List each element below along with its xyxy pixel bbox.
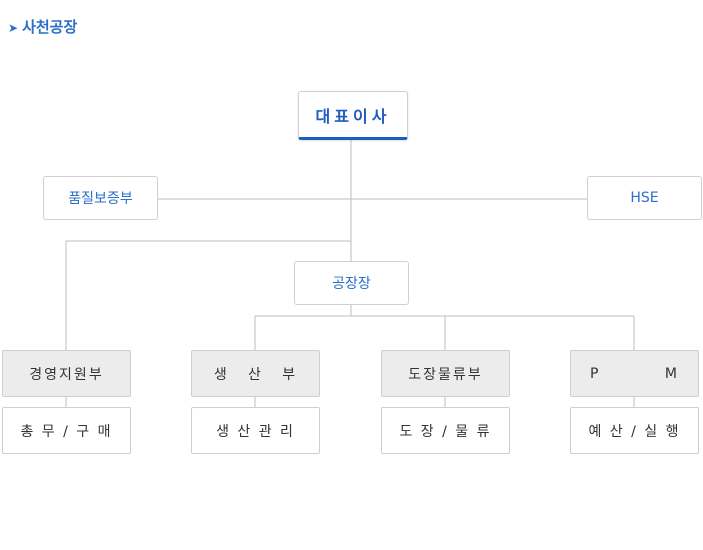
sub-pm-box: 예 산 / 실 행 — [570, 407, 699, 454]
sub-paint-logistics-box: 도 장 / 물 류 — [381, 407, 510, 454]
sub-admin-box: 총 무 / 구 매 — [2, 407, 131, 454]
plant-head-box: 공장장 — [294, 261, 409, 305]
dept-production-box: 생 산 부 — [191, 350, 320, 397]
quality-assurance-box: 품질보증부 — [43, 176, 158, 220]
page-title: ➤사천공장 — [8, 16, 77, 37]
dept-paint-logistics-box: 도장물류부 — [381, 350, 510, 397]
page-title-text: 사천공장 — [22, 18, 78, 36]
hse-box: HSE — [587, 176, 702, 220]
ceo-box: 대표이사 — [298, 91, 408, 140]
sub-production-box: 생 산 관 리 — [191, 407, 320, 454]
dept-admin-box: 경영지원부 — [2, 350, 131, 397]
arrow-icon: ➤ — [8, 21, 19, 35]
dept-pm-box: P M — [570, 350, 699, 397]
